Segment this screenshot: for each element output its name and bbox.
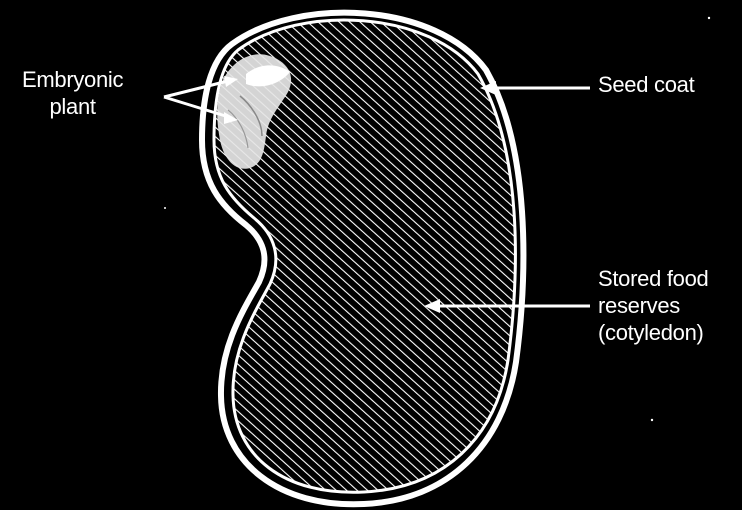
stored-food-label-line-3: (cotyledon) (598, 319, 708, 346)
stored-food-label: Stored food reserves (cotyledon) (598, 265, 708, 346)
embryonic-plant-label-line-1: Embryonic (22, 66, 123, 93)
seed-coat-label-text: Seed coat (598, 71, 694, 98)
embryonic-plant-label-line-2: plant (22, 93, 123, 120)
embryonic-plant-label: Embryonic plant (22, 66, 123, 120)
stored-food-label-line-1: Stored food (598, 265, 708, 292)
seed-coat-label: Seed coat (598, 71, 694, 98)
stored-food-label-line-2: reserves (598, 292, 708, 319)
